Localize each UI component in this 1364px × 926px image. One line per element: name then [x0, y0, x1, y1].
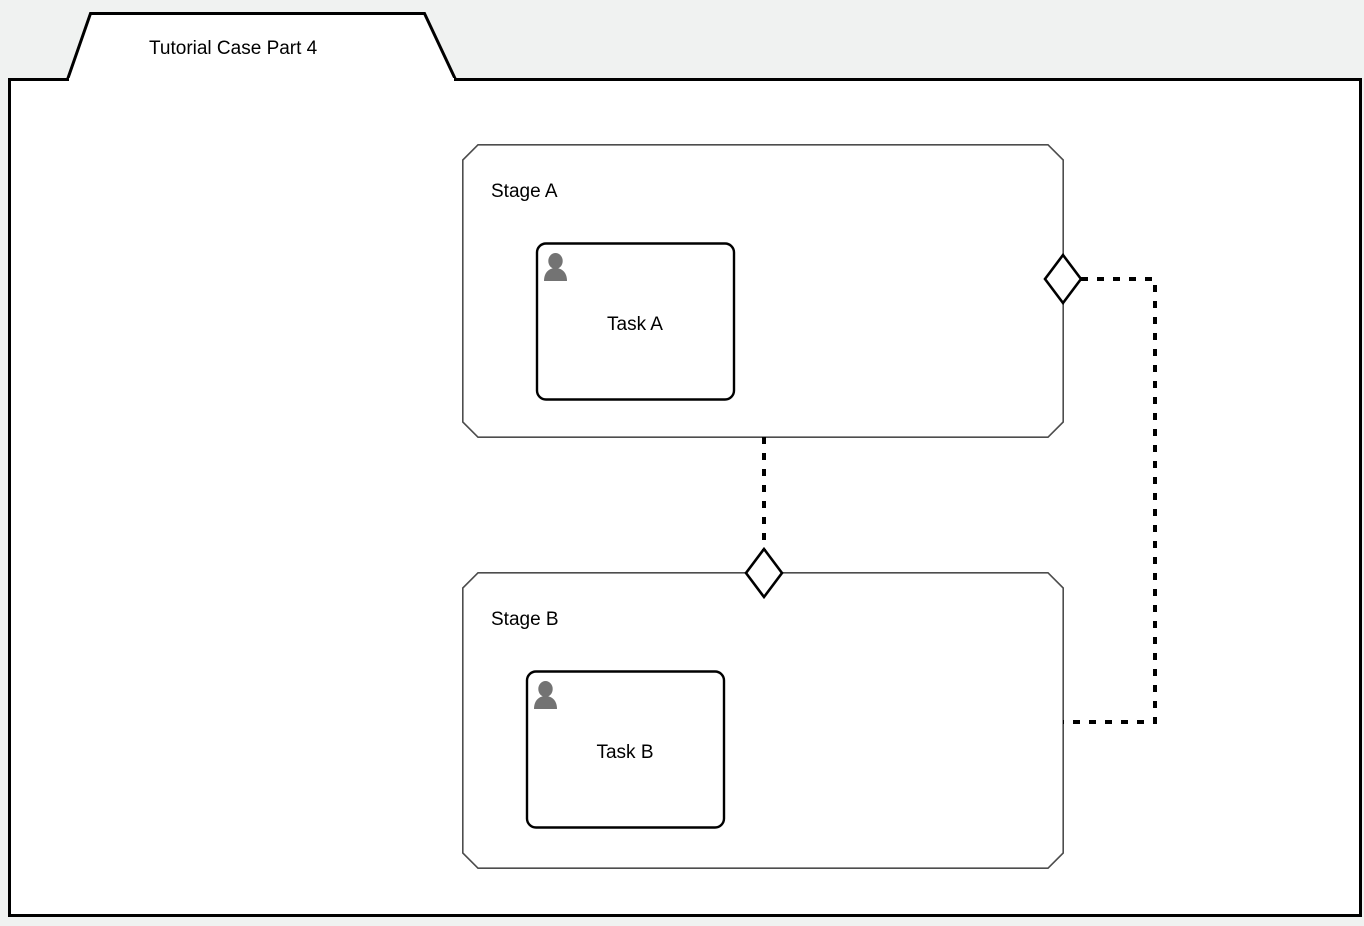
task-a-shape[interactable] — [535, 242, 736, 401]
sentry-stage-a-right[interactable] — [1043, 252, 1083, 306]
task-b-label: Task B — [596, 742, 653, 763]
sentry-stage-b-top[interactable] — [744, 546, 784, 600]
person-icon — [544, 253, 567, 281]
stage-b[interactable]: Stage B Task B — [462, 572, 1064, 869]
task-a[interactable]: Task A — [535, 242, 736, 401]
task-b[interactable]: Task B — [525, 670, 726, 829]
task-a-label: Task A — [607, 314, 663, 335]
person-icon — [534, 681, 557, 709]
connector-sentry-a-to-stage-b[interactable] — [1063, 277, 1157, 724]
case-tab-title: Tutorial Case Part 4 — [149, 38, 318, 59]
stage-b-label: Stage B — [491, 609, 559, 630]
case-tab-shape[interactable] — [66, 12, 457, 81]
stage-a-label: Stage A — [491, 181, 558, 202]
stage-a[interactable]: Stage A Task A — [462, 144, 1064, 438]
task-b-shape[interactable] — [525, 670, 726, 829]
